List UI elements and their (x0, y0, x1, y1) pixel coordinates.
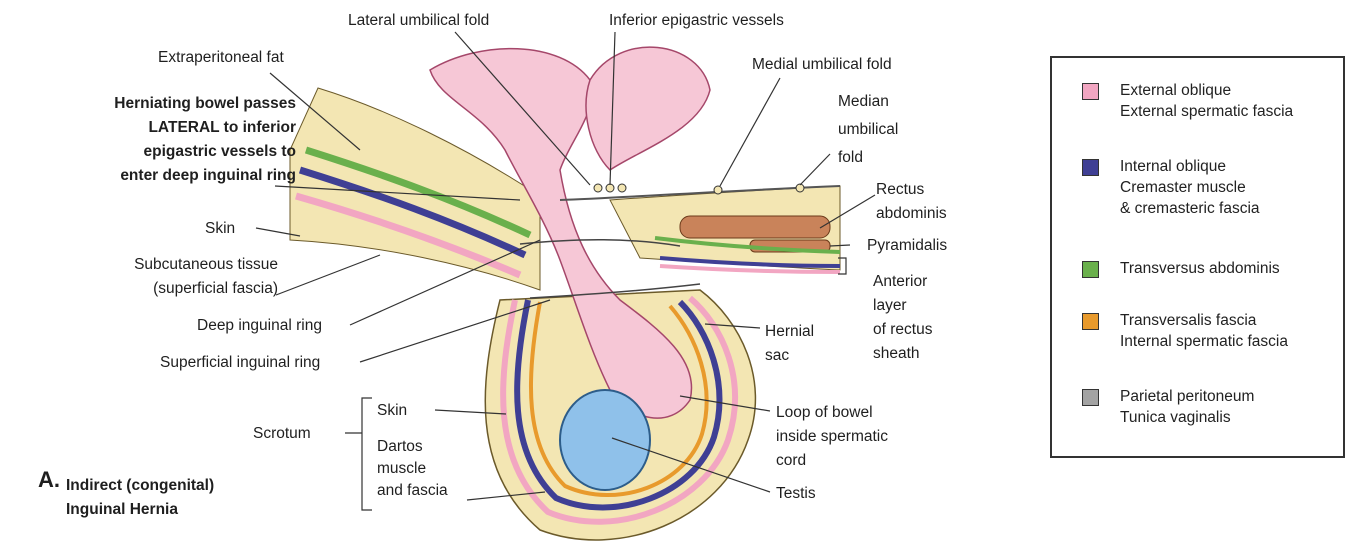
legend: External oblique External spermatic fasc… (1050, 56, 1345, 458)
label-extraperitoneal-fat: Extraperitoneal fat (158, 48, 284, 68)
legend-swatch (1082, 159, 1099, 176)
label-scrotum-skin: Skin (377, 401, 407, 421)
label-anterior-layer-rectus-sheath: Anterior layer of rectus sheath (873, 270, 932, 366)
label-superficial-inguinal-ring: Superficial inguinal ring (160, 353, 320, 373)
vessel-dot (594, 184, 602, 192)
label-skin: Skin (205, 219, 235, 239)
legend-swatch (1082, 261, 1099, 278)
label-hernial-sac: Hernial sac (765, 320, 814, 368)
label-rectus-abdominis: Rectus abdominis (876, 178, 947, 226)
caption-title: Indirect (congenital) Inguinal Hernia (66, 474, 214, 522)
caption-letter: A. (38, 470, 60, 490)
label-inferior-epigastric-vessels: Inferior epigastric vessels (609, 11, 784, 31)
rectus-muscle (680, 216, 830, 238)
legend-swatch (1082, 83, 1099, 100)
testis-shape (560, 390, 650, 490)
legend-label: Parietal peritoneum Tunica vaginalis (1120, 386, 1254, 428)
label-scrotum: Scrotum (253, 424, 311, 444)
label-dartos-muscle-fascia: Dartos muscle and fascia (377, 436, 448, 502)
label-deep-inguinal-ring: Deep inguinal ring (197, 316, 322, 336)
label-lateral-umbilical-fold: Lateral umbilical fold (348, 11, 489, 31)
legend-label: Internal oblique Cremaster muscle & crem… (1120, 156, 1260, 219)
bowel-loop-upper (586, 47, 710, 170)
label-pyramidalis: Pyramidalis (867, 236, 947, 256)
label-median-umbilical-fold: Median umbilical fold (838, 88, 898, 172)
label-subcutaneous-tissue: Subcutaneous tissue (superficial fascia) (80, 253, 278, 301)
legend-swatch (1082, 389, 1099, 406)
label-medial-umbilical-fold: Medial umbilical fold (752, 55, 892, 75)
legend-label: Transversalis fascia Internal spermatic … (1120, 310, 1288, 352)
label-loop-of-bowel: Loop of bowel inside spermatic cord (776, 401, 888, 473)
label-testis: Testis (776, 484, 816, 504)
label-herniating-bowel: Herniating bowel passes LATERAL to infer… (40, 92, 296, 188)
legend-label: External oblique External spermatic fasc… (1120, 80, 1293, 122)
legend-label: Transversus abdominis (1120, 258, 1280, 279)
legend-swatch (1082, 313, 1099, 330)
